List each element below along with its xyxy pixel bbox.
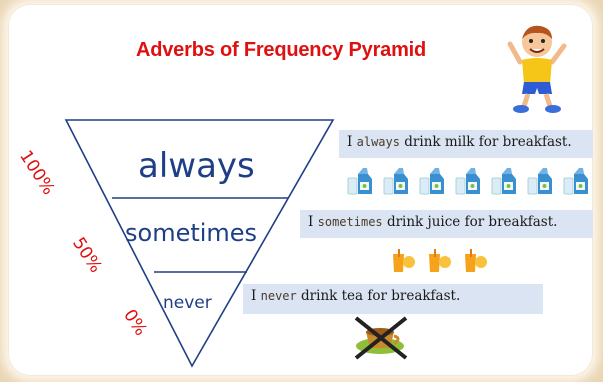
- milk-icons-row: [346, 166, 592, 196]
- juice-icons-row: [390, 248, 488, 274]
- sentence-never: I never drink tea for breakfast.: [243, 284, 543, 314]
- milk-carton-icon: [491, 168, 516, 195]
- sentence-end: drink juice for breakfast.: [382, 214, 558, 230]
- milk-carton-icon: [563, 168, 588, 195]
- crossed-tea-cup-icon: [354, 316, 408, 360]
- pyramid-word-always: always: [138, 146, 255, 186]
- pyramid-word-never: never: [163, 293, 212, 313]
- sentence-adverb: always: [356, 135, 400, 149]
- sentence-end: drink tea for breakfast.: [296, 288, 461, 304]
- sentence-adverb: never: [260, 289, 297, 303]
- slide: Adverbs of Frequency Pyramid always some…: [8, 4, 593, 376]
- frequency-pyramid: [64, 119, 335, 368]
- sentence-start: I: [308, 214, 318, 230]
- milk-carton-icon: [347, 168, 372, 195]
- milk-carton-icon: [419, 168, 444, 195]
- sentence-always: I always drink milk for breakfast.: [339, 130, 593, 158]
- slide-title: Adverbs of Frequency Pyramid: [136, 39, 427, 61]
- pyramid-word-sometimes: sometimes: [125, 219, 258, 247]
- juice-glass-icon: [429, 249, 451, 272]
- cartoon-boy-icon: [507, 25, 567, 113]
- milk-carton-icon: [527, 168, 552, 195]
- sentence-start: I: [347, 134, 357, 150]
- sentence-end: drink milk for breakfast.: [399, 134, 572, 150]
- milk-carton-icon: [455, 168, 480, 195]
- sentence-adverb: sometimes: [317, 215, 383, 229]
- juice-glass-icon: [465, 249, 487, 272]
- juice-glass-icon: [393, 249, 415, 272]
- sentence-sometimes: I sometimes drink juice for breakfast.: [300, 210, 593, 238]
- milk-carton-icon: [383, 168, 408, 195]
- sentence-start: I: [251, 288, 261, 304]
